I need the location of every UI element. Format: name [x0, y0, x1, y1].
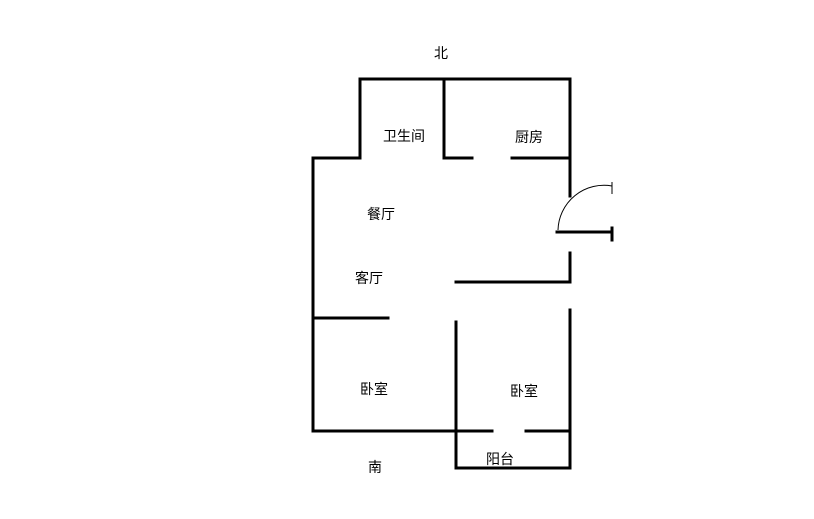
north-label: 北: [434, 46, 448, 62]
room-label-living-room: 客厅: [355, 271, 383, 287]
room-label-dining-room: 餐厅: [367, 207, 395, 223]
room-label-kitchen: 厨房: [515, 130, 543, 146]
room-label-bathroom: 卫生间: [383, 129, 425, 145]
south-label: 南: [368, 460, 382, 476]
room-label-bedroom-left: 卧室: [360, 382, 388, 398]
room-label-bedroom-right: 卧室: [510, 384, 538, 400]
entrance-door-swing: [557, 184, 613, 231]
room-label-balcony: 阳台: [486, 452, 514, 468]
